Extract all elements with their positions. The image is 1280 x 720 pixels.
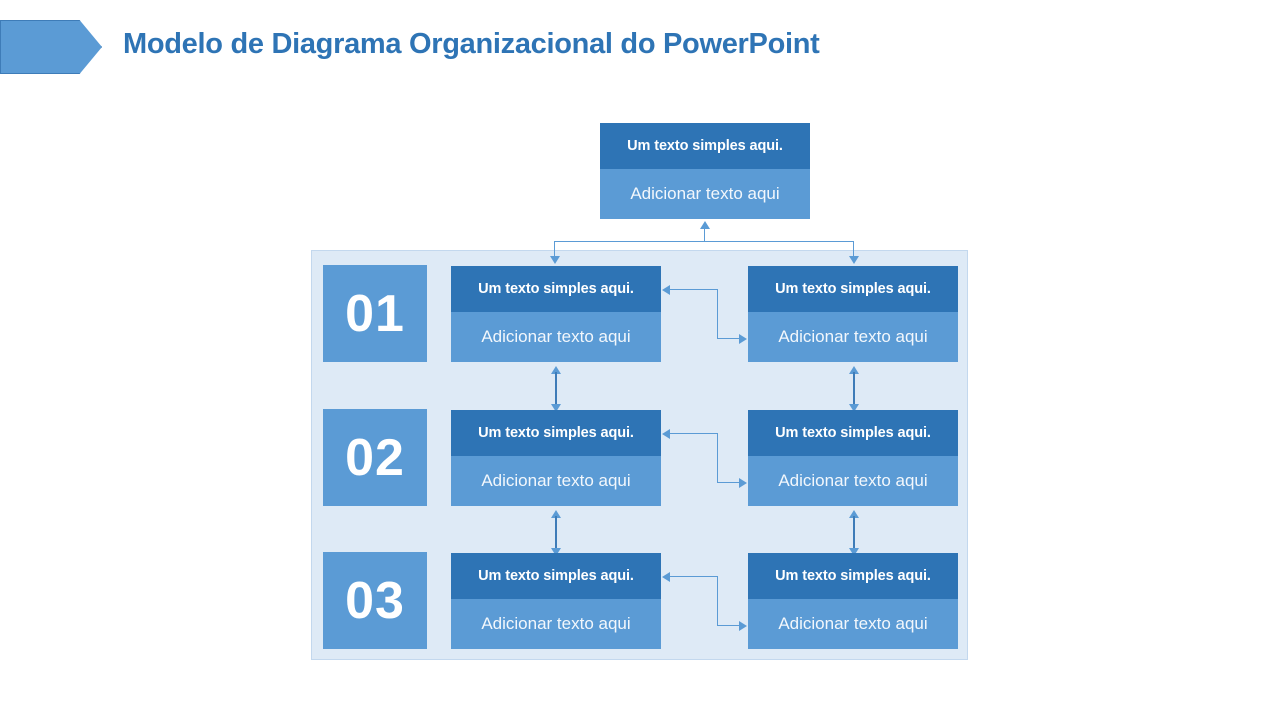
top-connector-drop-right [853, 241, 855, 257]
top-node-heading: Um texto simples aqui. [600, 123, 810, 169]
row-01-left-heading: Um texto simples aqui. [451, 266, 661, 312]
page-header: Modelo de Diagrama Organizacional do Pow… [0, 0, 1280, 95]
row-01-connector-arrow-right-icon [739, 334, 747, 344]
row-03-left-heading: Um texto simples aqui. [451, 553, 661, 599]
row-03-right-heading: Um texto simples aqui. [748, 553, 958, 599]
row-01-left-body: Adicionar texto aqui [451, 312, 661, 362]
row-number-02: 02 [323, 409, 427, 506]
row-02-connector-top-segment [670, 433, 718, 435]
row-03-connector-top-segment [670, 576, 718, 578]
arrow-up-icon [849, 366, 859, 374]
arrow-shaft [555, 372, 557, 406]
top-connector-arrow-down-right-icon [849, 256, 859, 264]
row-03-connector-arrow-left-icon [662, 572, 670, 582]
arrow-up-icon [849, 510, 859, 518]
arrow-shaft [555, 516, 557, 550]
row-01-connector-arrow-left-icon [662, 285, 670, 295]
row-02-connector-arrow-left-icon [662, 429, 670, 439]
row-02-connector-arrow-right-icon [739, 478, 747, 488]
arrow-shaft [853, 516, 855, 550]
row-01-right-box[interactable]: Um texto simples aqui. Adicionar texto a… [748, 266, 958, 362]
row-03-right-body: Adicionar texto aqui [748, 599, 958, 649]
row-01-left-box[interactable]: Um texto simples aqui. Adicionar texto a… [451, 266, 661, 362]
row-02-connector-vertical [717, 433, 719, 482]
top-connector-arrow-down-left-icon [550, 256, 560, 264]
row-03-connector-bottom-segment [717, 625, 740, 627]
arrow-up-icon [551, 366, 561, 374]
row-01-connector-vertical [717, 289, 719, 338]
row-02-left-box[interactable]: Um texto simples aqui. Adicionar texto a… [451, 410, 661, 506]
row-03-connector-arrow-right-icon [739, 621, 747, 631]
top-node-box[interactable]: Um texto simples aqui. Adicionar texto a… [600, 123, 810, 219]
page-title: Modelo de Diagrama Organizacional do Pow… [123, 28, 820, 60]
row-03-right-box[interactable]: Um texto simples aqui. Adicionar texto a… [748, 553, 958, 649]
arrow-down-icon [849, 404, 859, 412]
row-number-03: 03 [323, 552, 427, 649]
row-number-01: 01 [323, 265, 427, 362]
row-02-connector-bottom-segment [717, 482, 740, 484]
row-02-left-body: Adicionar texto aqui [451, 456, 661, 506]
arrow-shaft [853, 372, 855, 406]
top-connector-stem [704, 228, 706, 242]
row-02-right-body: Adicionar texto aqui [748, 456, 958, 506]
arrow-down-icon [551, 404, 561, 412]
row-03-left-body: Adicionar texto aqui [451, 599, 661, 649]
row-01-connector-top-segment [670, 289, 718, 291]
row-02-left-heading: Um texto simples aqui. [451, 410, 661, 456]
row-02-right-box[interactable]: Um texto simples aqui. Adicionar texto a… [748, 410, 958, 506]
top-connector-bar [554, 241, 854, 243]
top-node-body: Adicionar texto aqui [600, 169, 810, 219]
row-01-connector-bottom-segment [717, 338, 740, 340]
row-01-right-body: Adicionar texto aqui [748, 312, 958, 362]
row-03-connector-vertical [717, 576, 719, 625]
row-02-right-heading: Um texto simples aqui. [748, 410, 958, 456]
top-connector-arrow-up-icon [700, 221, 710, 229]
pentagon-arrow-icon [0, 20, 102, 74]
row-03-left-box[interactable]: Um texto simples aqui. Adicionar texto a… [451, 553, 661, 649]
arrow-up-icon [551, 510, 561, 518]
arrow-down-icon [551, 548, 561, 556]
row-01-right-heading: Um texto simples aqui. [748, 266, 958, 312]
top-connector-drop-left [554, 241, 556, 257]
arrow-down-icon [849, 548, 859, 556]
